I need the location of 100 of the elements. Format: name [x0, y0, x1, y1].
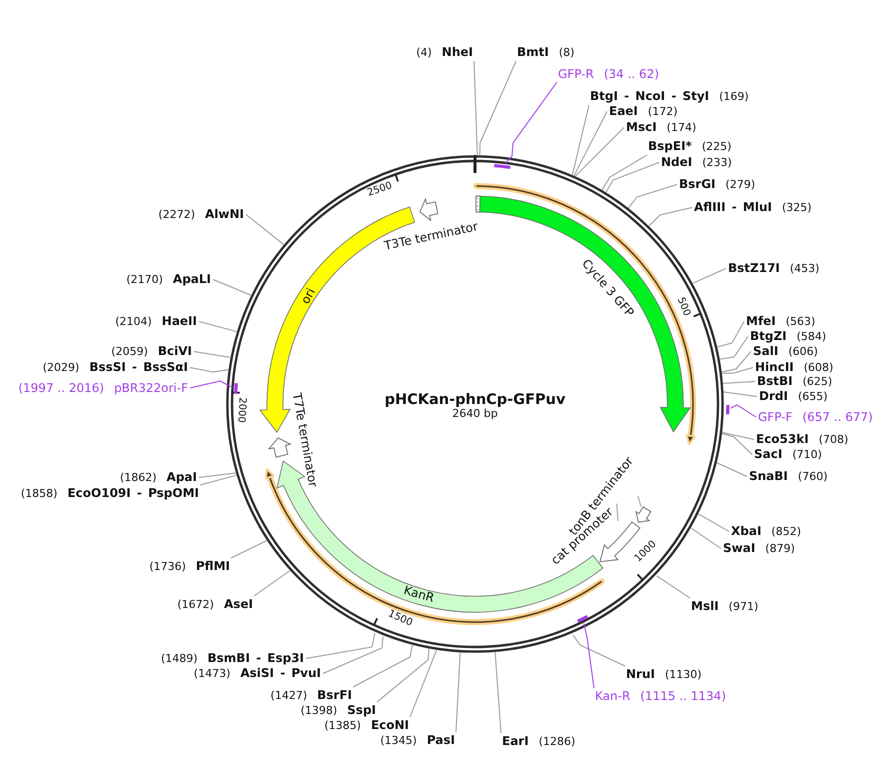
cut-site-position: (1489): [160, 652, 198, 666]
primer-bar: [493, 163, 512, 170]
cut-site-position: (8): [558, 46, 574, 60]
enzyme-name: BspEI*: [648, 139, 692, 153]
cut-site-position: (233): [702, 156, 732, 170]
primer-bar: [232, 382, 238, 396]
leader-line: [504, 82, 558, 164]
feature-label: T3Te terminator: [382, 219, 480, 253]
cut-site-position: (655): [798, 390, 828, 404]
leader-line: [572, 104, 590, 176]
cut-site-position: (4): [416, 46, 432, 60]
enzyme-name: MscI: [626, 120, 657, 134]
primer-name: pBR322ori-F: [114, 381, 188, 395]
leader-line: [246, 214, 285, 246]
enzyme-name: MslI: [691, 599, 719, 613]
enzyme-name: NruI: [626, 667, 655, 681]
leader-line: [410, 649, 438, 718]
leader-line: [190, 380, 234, 388]
plasmid-name: pHCKan-phnCp-GFPuv: [384, 392, 566, 408]
enzyme-name: BstZ17I: [728, 261, 780, 275]
primer-name: GFP-R: [558, 67, 594, 81]
enzyme-name: EaeI: [609, 104, 638, 118]
cut-site-position: (852): [771, 525, 801, 539]
primer-range: (34 .. 62): [604, 67, 660, 81]
leader-line: [494, 651, 502, 734]
cut-site-position: (760): [798, 470, 828, 484]
enzyme-name: NdeI: [661, 155, 692, 169]
enzyme-name: AlwNI: [205, 207, 244, 221]
primer-bar: [576, 614, 590, 624]
leader-line: [656, 575, 690, 598]
enzyme-name: BssSI - BssSαI: [89, 360, 188, 374]
leader-line: [605, 162, 660, 194]
cut-site-position: (1398): [300, 704, 338, 718]
leader-line: [637, 496, 642, 507]
leader-line: [721, 351, 752, 373]
cut-site-position: (1862): [120, 471, 157, 485]
leader-line: [322, 636, 384, 674]
cut-site-position: (1427): [270, 689, 308, 703]
enzyme-name: EarI: [502, 734, 529, 748]
cut-site-position: (2170): [126, 273, 163, 287]
cut-site-position: (606): [788, 345, 818, 359]
leader-line: [200, 474, 238, 486]
leader-line: [573, 111, 608, 176]
leader-line: [194, 351, 232, 358]
cut-site-position: (1385): [324, 719, 361, 733]
cut-site-position: (1130): [664, 668, 702, 682]
leader-line: [352, 644, 413, 688]
bp-tick-label: 2500: [366, 180, 394, 198]
leader-line: [190, 367, 229, 372]
leader-line: [479, 60, 516, 156]
enzyme-name: AseI: [224, 597, 253, 611]
cut-site-position: (325): [782, 201, 812, 215]
leader-line: [574, 127, 624, 177]
leader-line: [230, 540, 268, 558]
enzyme-name: SacI: [754, 447, 782, 461]
primer-name: Kan-R: [595, 689, 630, 703]
bp-tick-label: 2000: [235, 397, 247, 423]
leader-line: [721, 433, 752, 455]
leader-line: [616, 503, 618, 522]
leader-line: [692, 268, 726, 284]
cut-site-position: (174): [666, 121, 696, 135]
cut-site-position: (2104): [115, 315, 152, 329]
enzyme-name: SalI: [753, 344, 778, 358]
primer-bar: [725, 404, 731, 416]
enzyme-name: AsiSI - PvuI: [240, 666, 321, 680]
enzyme-name: DrdI: [759, 389, 788, 403]
leader-line: [198, 321, 238, 332]
cut-site-position: (2059): [111, 345, 148, 359]
enzyme-name: ApaLI: [172, 272, 211, 286]
primer-range: (657 .. 677): [802, 410, 873, 424]
leader-line: [306, 632, 376, 659]
cut-site-position: (225): [702, 140, 732, 154]
enzyme-name: BstBI: [757, 374, 793, 388]
enzyme-name: ApaI: [166, 470, 197, 484]
leader-line: [730, 404, 756, 418]
leader-line: [722, 381, 756, 384]
enzyme-name: MfeI: [746, 314, 776, 328]
enzyme-name: BciVI: [158, 344, 192, 358]
leader-line: [716, 462, 748, 477]
leader-line: [698, 513, 730, 532]
primer-name: GFP-F: [758, 410, 792, 424]
enzyme-name: BtgZI: [750, 329, 787, 343]
cut-site-position: (169): [719, 90, 749, 104]
enzyme-name: PasI: [426, 733, 455, 747]
leader-line: [722, 391, 758, 397]
cut-site-position: (1473): [194, 667, 230, 681]
leader-line: [254, 570, 291, 596]
enzyme-name: BmtI: [517, 45, 549, 59]
leader-line: [648, 207, 692, 227]
enzyme-name: BsrFI: [317, 688, 352, 702]
enzyme-name: PflMI: [196, 559, 230, 573]
cut-site-position: (1736): [149, 560, 186, 574]
cut-site-position: (563): [786, 315, 816, 329]
cut-site-position: (279): [726, 178, 756, 192]
bp-tick-label: 1500: [386, 609, 414, 629]
cut-site-position: (2029): [42, 361, 80, 375]
cut-site-position: (172): [648, 105, 678, 119]
leader-line: [474, 60, 478, 156]
enzyme-name: SwaI: [723, 541, 756, 555]
leader-line: [690, 527, 722, 549]
